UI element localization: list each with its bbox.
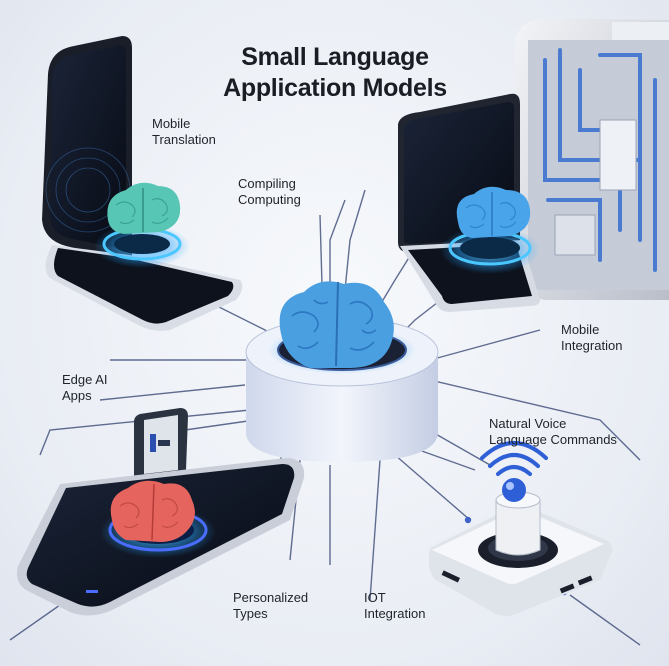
label-natural-voice-commands: Natural Voice Language Commands <box>489 416 617 447</box>
brain-icon <box>107 182 181 234</box>
brain-icon <box>279 281 394 368</box>
server-rack-icon <box>515 18 669 300</box>
label-iot-integration: IOT Integration <box>364 590 426 621</box>
label-personalized-types: Personalized Types <box>233 590 309 621</box>
title-line-1: Small Language <box>241 43 429 71</box>
brain-icon <box>110 480 195 542</box>
title-line-2: Application Models <box>223 74 447 102</box>
phone-icon <box>42 36 243 331</box>
wifi-signal-icon <box>480 441 548 476</box>
brain-icon <box>456 186 531 238</box>
label-mobile-translation: Mobile Translation <box>152 116 216 147</box>
tablet-icon <box>398 93 540 312</box>
page-title: Small Language Application Models <box>190 42 480 104</box>
iot-hub-icon <box>428 478 613 616</box>
label-compiling-computing: Compiling Computing <box>238 176 301 207</box>
tablet-icon <box>134 408 188 482</box>
label-mobile-integration: Mobile Integration <box>561 322 623 353</box>
label-edge-ai-apps: Edge AI Apps <box>62 372 108 403</box>
